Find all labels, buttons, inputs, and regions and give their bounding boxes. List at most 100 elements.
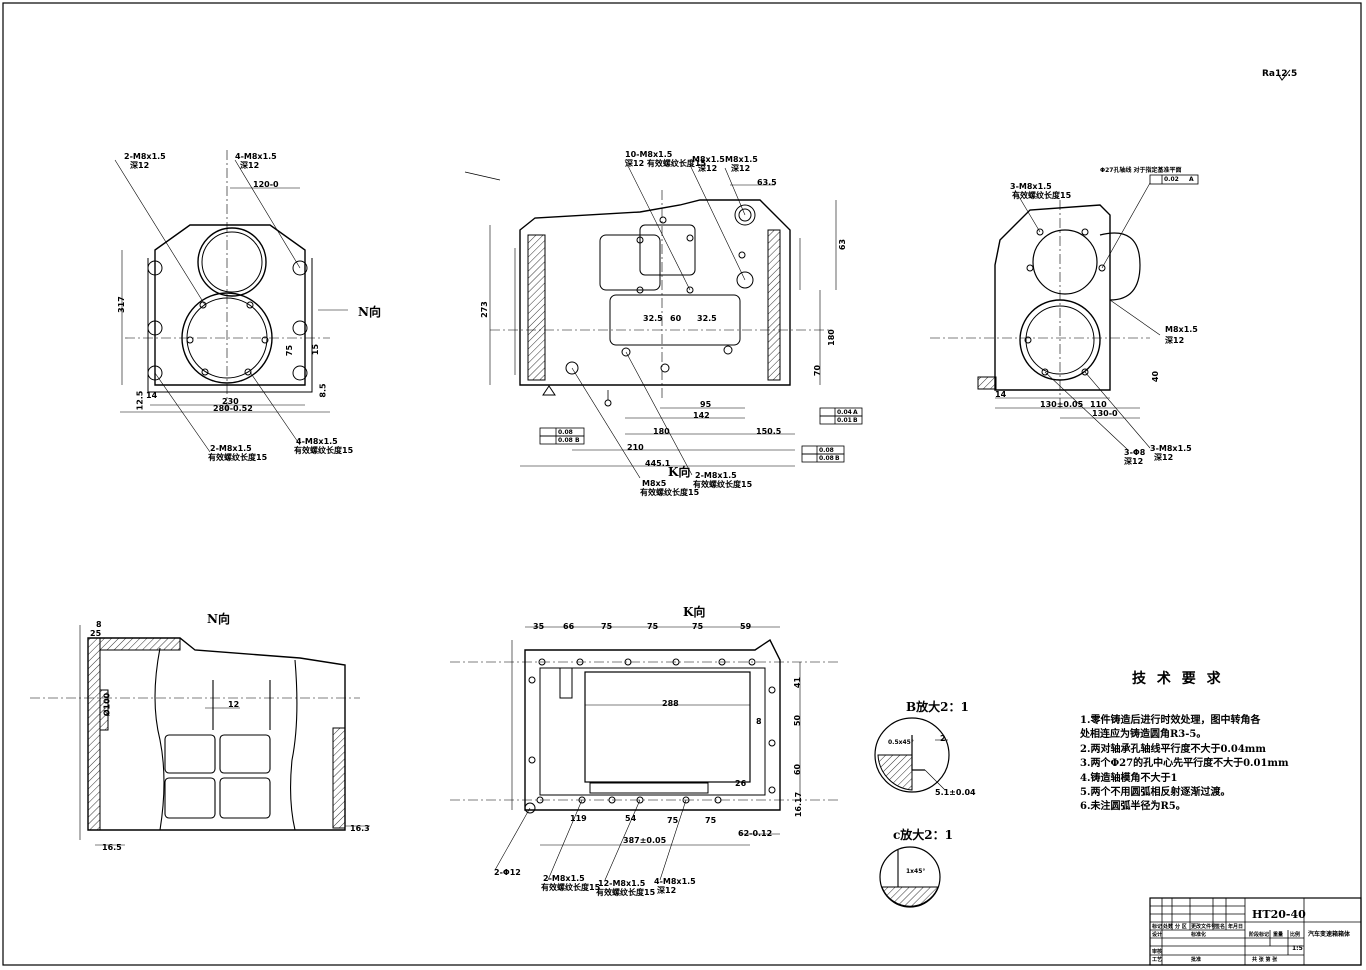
- dim-right-130: 130-0: [1092, 409, 1118, 418]
- callout-k-c: 12-M8x1.5: [598, 879, 646, 888]
- dim-left-14: 14: [146, 391, 158, 400]
- callout-left-tr: 4-M8x1.5: [235, 152, 277, 161]
- dim-k-50: 50: [793, 714, 803, 727]
- dim-b-5: 5.1±0.04: [935, 788, 976, 797]
- tb-process: 工艺: [1152, 957, 1163, 963]
- requirements-list: 1.零件铸造后进行时效处理，图中转角各 处相连应为铸造圆角R3-5。 2.两对轴…: [1080, 714, 1289, 815]
- requirement-item: 4.铸造轴模角不大于1: [1080, 772, 1178, 784]
- dim-left-75: 75: [285, 344, 295, 357]
- dim-center-150: 150.5: [756, 427, 782, 436]
- requirement-item: 1.零件铸造后进行时效处理，图中转角各: [1080, 715, 1261, 726]
- roughness-symbol: [1277, 69, 1291, 81]
- callout-left-bl: 2-M8x1.5: [210, 444, 252, 453]
- k-plan-view: [450, 626, 840, 881]
- dim-k-54: 54: [625, 814, 637, 823]
- tol-t4b: B: [575, 437, 580, 444]
- dim-k-75a: 75: [601, 622, 613, 631]
- dim-k-59: 59: [740, 622, 752, 631]
- callout-k-b2: 有效螺纹长度15: [541, 883, 601, 892]
- detail-b: [874, 717, 950, 793]
- callout-center-d2: 有效螺纹长度15: [640, 488, 700, 497]
- roughness-note: Ra12.5: [1262, 69, 1298, 79]
- tol-t3: 0.08: [558, 429, 573, 436]
- detail-b-title: B放大2：1: [906, 700, 969, 714]
- dim-b-2: 2: [940, 734, 946, 743]
- tb-weight: 重量: [1273, 932, 1284, 938]
- detail-c: [879, 846, 941, 908]
- center-main-view: [464, 159, 837, 479]
- dim-n-25: 25: [90, 629, 102, 638]
- callout-k-c2: 有效螺纹长度15: [596, 888, 656, 897]
- dim-k-75b: 75: [647, 622, 659, 631]
- dim-n-12: 12: [228, 700, 240, 709]
- tol-t7: 0.02: [1164, 176, 1179, 183]
- title-block: [1149, 897, 1362, 966]
- tb-scale-label: 比例: [1290, 932, 1301, 938]
- dim-k-75e: 75: [705, 816, 717, 825]
- callout-left-bl2: 有效螺纹长度15: [208, 453, 268, 462]
- dim-k-119: 119: [570, 814, 587, 823]
- callout-center-c2: 深12: [731, 164, 751, 173]
- k-view-title: K向: [683, 605, 706, 619]
- callout-k-d: 4-M8x1.5: [654, 877, 696, 886]
- tol-t4: 0.08: [558, 437, 573, 444]
- dim-left-15: 15: [311, 343, 321, 356]
- dim-k-75d: 75: [667, 816, 679, 825]
- callout-right-a: 3-M8x1.5: [1010, 182, 1052, 191]
- dim-k-8: 8: [756, 717, 762, 726]
- tb-stage: 阶段标记: [1249, 932, 1270, 938]
- callout-left-br2: 有效螺纹长度15: [294, 446, 354, 455]
- dim-left-8-5: 8.5: [318, 383, 328, 398]
- callout-k-b: 2-M8x1.5: [543, 874, 585, 883]
- tb-label-count: 处数: [1163, 924, 1174, 930]
- dim-n-163: 16.3: [350, 824, 370, 833]
- callout-right-top: Φ27孔轴线 对于指定基准平面: [1100, 167, 1182, 174]
- callout-right-d: 3-M8x1.5: [1150, 444, 1192, 453]
- dim-right-40: 40: [1151, 370, 1161, 383]
- tol-t2b: B: [853, 417, 858, 424]
- n-direction-label: N向: [358, 305, 381, 319]
- requirement-item: 3.两个Φ27的孔中心先平行度不大于0.01mm: [1080, 758, 1289, 770]
- tolerance-frames: [539, 174, 1199, 463]
- callout-right-c2: 深12: [1124, 457, 1144, 466]
- drawing-scale: 1:5: [1292, 945, 1303, 952]
- tol-t5: 0.08: [819, 447, 834, 454]
- tb-label-zone: 分 区: [1175, 924, 1187, 930]
- dim-n-165: 16.5: [102, 843, 122, 852]
- left-end-view: [114, 150, 348, 453]
- dim-center-273: 273: [479, 301, 489, 318]
- dim-left-120: 120-0: [253, 180, 279, 189]
- dim-center-95: 95: [700, 400, 712, 409]
- dim-left-width-b: 280-0.52: [213, 404, 253, 413]
- dim-right-130b: 130±0.05: [1040, 400, 1084, 409]
- dim-right-14: 14: [995, 390, 1007, 399]
- requirements-title: 技 术 要 求: [1132, 671, 1224, 687]
- tol-t6b: B: [835, 455, 840, 462]
- callout-right-b2: 深12: [1165, 336, 1185, 345]
- tb-standard: 标准化: [1191, 932, 1207, 938]
- part-name: 汽车变速箱箱体: [1308, 931, 1351, 938]
- dim-center-60: 60: [670, 314, 682, 323]
- callout-center-b2: 深12: [698, 164, 718, 173]
- dim-center-635: 63.5: [757, 178, 777, 187]
- callout-center-a: 10-M8x1.5: [625, 150, 673, 159]
- dim-center-70: 70: [813, 364, 823, 377]
- dim-center-445: 445.1: [645, 459, 671, 468]
- tb-label-sign: 签名: [1215, 924, 1226, 930]
- tol-t7b: A: [1189, 176, 1194, 183]
- detail-c-title: c放大2：1: [893, 828, 954, 842]
- tol-t1: 0.04: [837, 409, 852, 416]
- callout-center-b: M8x1.5: [692, 155, 725, 164]
- tb-approve: 批准: [1191, 957, 1202, 963]
- callout-right-c: 3-Φ8: [1124, 448, 1146, 457]
- k-direction-label: K向: [668, 465, 691, 479]
- tol-t1b: A: [853, 409, 858, 416]
- tb-check: 审核: [1152, 949, 1163, 955]
- right-end-view: [930, 182, 1161, 451]
- drawing-code: HT20-40: [1252, 908, 1306, 921]
- requirement-item: 6.未注圆弧半径为R5。: [1080, 801, 1186, 813]
- dim-k-288: 288: [662, 699, 679, 708]
- dim-left-12: 12.5: [135, 390, 145, 411]
- dim-n-8: 8: [96, 620, 102, 629]
- dim-k-26: 26: [735, 779, 747, 788]
